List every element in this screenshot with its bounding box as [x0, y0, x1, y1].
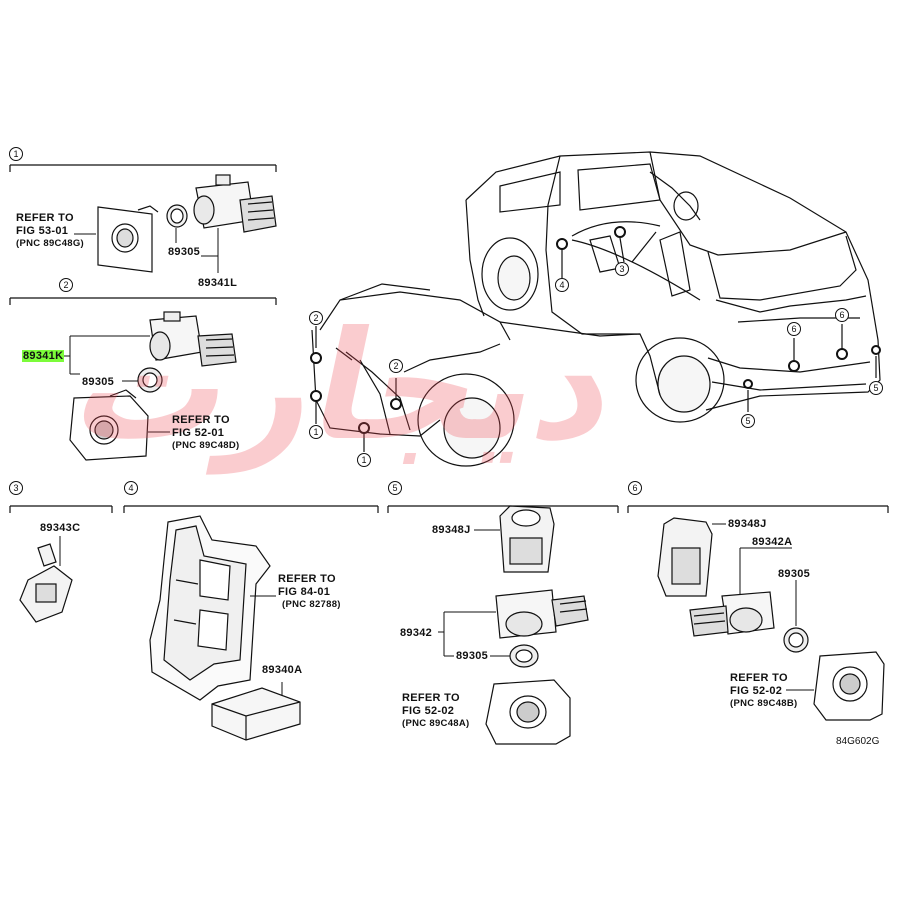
- sec6-bracket: [657, 517, 713, 597]
- diagram-code: 84G602G: [836, 736, 880, 747]
- sec2-sensor: [149, 311, 237, 367]
- sec6-ring: [783, 627, 809, 653]
- sec2-fig-link[interactable]: FIG 52-01: [172, 427, 225, 439]
- sec6-part-ring[interactable]: 89305: [778, 568, 811, 580]
- car-sensor-dots: [310, 226, 881, 434]
- section-5-marker: 5: [388, 481, 402, 495]
- sec1-part-ring[interactable]: 89305: [168, 246, 201, 258]
- sec4-ecu: [211, 687, 301, 741]
- sec2-refer-label: REFER TO: [172, 414, 230, 426]
- sec2-part-ring[interactable]: 89305: [82, 376, 115, 388]
- section-1-marker: 1: [9, 147, 23, 161]
- sec1-refer-label: REFER TO: [16, 212, 74, 224]
- car-callout-front-center[interactable]: 1: [357, 453, 371, 467]
- sec1-ring: [166, 204, 188, 228]
- sec4-refer-label: REFER TO: [278, 573, 336, 585]
- sec5-cover-plate: [485, 679, 571, 745]
- sec5-bracket: [499, 505, 555, 573]
- section-2-marker: 2: [59, 278, 73, 292]
- sec4-fig-link[interactable]: FIG 84-01: [278, 586, 331, 598]
- car-callout-front-left[interactable]: 1: [309, 425, 323, 439]
- sec3-sensor: [19, 543, 73, 623]
- car-outline: [311, 151, 881, 467]
- car-callout-rear-left[interactable]: 6: [787, 322, 801, 336]
- sec1-part-sensor[interactable]: 89341L: [198, 277, 238, 289]
- sec1-sensor: [193, 174, 277, 233]
- car-callout-rear-corner-right[interactable]: 5: [869, 381, 883, 395]
- sec5-part-ring[interactable]: 89305: [456, 650, 489, 662]
- sec1-fig-link[interactable]: FIG 53-01: [16, 225, 69, 237]
- sec4-bracket: [149, 515, 271, 701]
- sec1-cover-plate: [97, 205, 159, 273]
- sec6-sensor: [689, 591, 775, 637]
- sec5-part-bracket[interactable]: 89348J: [432, 524, 471, 536]
- car-callout-interior-module[interactable]: 3: [615, 262, 629, 276]
- sec6-part-bracket[interactable]: 89348J: [728, 518, 767, 530]
- sec6-refer-label: REFER TO: [730, 672, 788, 684]
- sec2-ring: [137, 367, 163, 393]
- sec6-cover-plate: [813, 651, 885, 721]
- car-callout-rear-right[interactable]: 6: [835, 308, 849, 322]
- car-callout-front-corner[interactable]: 2: [389, 359, 403, 373]
- sec5-part-sensor[interactable]: 89342: [400, 627, 433, 639]
- section-3-marker: 3: [9, 481, 23, 495]
- sec4-part-ecu[interactable]: 89340A: [262, 664, 303, 676]
- car-callout-rear-corner-left[interactable]: 5: [741, 414, 755, 428]
- sec5-sensor: [495, 589, 589, 639]
- section-6-marker: 6: [628, 481, 642, 495]
- sec5-fig-link[interactable]: FIG 52-02: [402, 705, 455, 717]
- car-callout-front-side[interactable]: 2: [309, 311, 323, 325]
- sec5-pnc-label: (PNC 89C48A): [402, 718, 470, 729]
- sec3-part[interactable]: 89343C: [40, 522, 81, 534]
- sec2-part-sensor[interactable]: 89341K: [22, 350, 65, 362]
- sec1-pnc-label: (PNC 89C48G): [16, 238, 85, 249]
- sec5-ring: [509, 644, 539, 668]
- sec2-cover-plate: [69, 389, 149, 461]
- sec6-fig-link[interactable]: FIG 52-02: [730, 685, 783, 697]
- sec6-pnc-label: (PNC 89C48B): [730, 698, 798, 709]
- sec6-part-sensor[interactable]: 89342A: [752, 536, 793, 548]
- section-4-marker: 4: [124, 481, 138, 495]
- sec2-pnc-label: (PNC 89C48D): [172, 440, 240, 451]
- sec4-pnc-label: (PNC 82788): [282, 599, 341, 610]
- sec2-part-sensor-highlight: 89341K: [22, 350, 65, 362]
- car-callout-interior-ecu[interactable]: 4: [555, 278, 569, 292]
- sec5-refer-label: REFER TO: [402, 692, 460, 704]
